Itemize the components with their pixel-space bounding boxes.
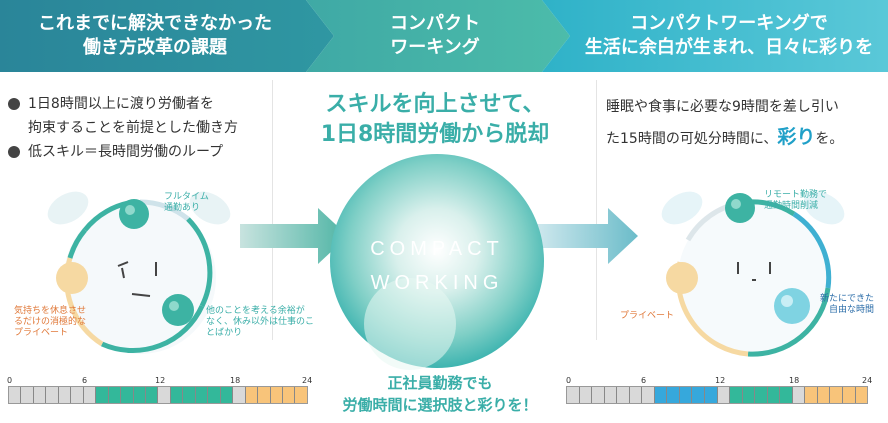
- timeline-hour-cell: [742, 387, 756, 403]
- private-orb: [56, 262, 88, 294]
- tick-label: 12: [715, 376, 726, 385]
- bullet-dot-icon: [8, 98, 20, 110]
- timeline-hour-cell: [46, 387, 59, 403]
- fulltime-orb: [119, 199, 149, 229]
- timeline-hour-cell: [805, 387, 818, 403]
- right-clock-illustration: [661, 191, 845, 357]
- banner-left-text: これまでに解決できなかった働き方改革の課題: [38, 13, 272, 58]
- timeline-hour-cell: [33, 387, 47, 403]
- timeline-hour-cell: [258, 387, 271, 403]
- banner-segment-mid: [306, 0, 570, 72]
- timeline-bar-right: [566, 386, 868, 404]
- timeline-hour-cell: [579, 387, 593, 403]
- timeline-hour-cell: [208, 387, 221, 403]
- flow-arrows: [240, 208, 638, 264]
- timeline-hour-cell: [83, 387, 97, 403]
- arrow-right-icon: [240, 208, 348, 264]
- timeline-hour-cell: [58, 387, 72, 403]
- tick-label: 0: [7, 376, 13, 385]
- timeline-hour-cell: [817, 387, 831, 403]
- timeline-bar-left: [8, 386, 308, 404]
- tick-label: 6: [82, 376, 88, 385]
- timeline-hour-cell: [145, 387, 159, 403]
- label-rest: 気持ちを休息させるだけの消極的なプライベート: [14, 306, 87, 338]
- timeline-hour-cell: [843, 387, 856, 403]
- timeline-hour-cell: [717, 387, 731, 403]
- tick-label: 6: [641, 376, 647, 385]
- center-title: スキルを向上させて、1日8時間労働から脱却: [320, 92, 550, 147]
- timeline-hour-cell: [158, 387, 171, 403]
- banner-segment-right: [542, 0, 888, 72]
- bullet-item: 1日8時間以上に渡り労働者を 拘束することを前提とした働き方: [8, 92, 268, 140]
- accent-word: 彩り: [777, 126, 816, 148]
- label-remote: リモート勤務で通勤時間削減: [764, 190, 828, 211]
- center-bottom-text: 正社員勤務でも労働時間に選択肢と彩りを！: [342, 374, 538, 414]
- compact-working-circle: [330, 154, 544, 370]
- timeline-hour-cell: [654, 387, 668, 403]
- frown-face-icon: [117, 261, 157, 297]
- timeline-hour-cell: [282, 387, 296, 403]
- timeline-hour-cell: [9, 387, 22, 403]
- timeline-hour-cell: [679, 387, 693, 403]
- private-orb: [666, 262, 698, 294]
- timeline-hour-cell: [730, 387, 743, 403]
- timeline-hour-cell: [71, 387, 84, 403]
- tick-label: 18: [230, 376, 241, 385]
- timeline-hour-cell: [567, 387, 580, 403]
- timeline-hour-cell: [629, 387, 643, 403]
- remote-orb: [725, 193, 755, 223]
- timeline-hour-cell: [96, 387, 109, 403]
- label-fulltime: フルタイム通勤あり: [164, 192, 209, 213]
- timeline-hour-cell: [767, 387, 781, 403]
- bullet-dot-icon: [8, 146, 20, 158]
- timeline-hour-cell: [792, 387, 806, 403]
- timeline-hour-cell: [642, 387, 655, 403]
- timeline-hour-cell: [755, 387, 768, 403]
- label-free-time: 新たにできた自由な時間: [820, 294, 875, 315]
- banner-mid-text: コンパクトワーキング: [390, 13, 480, 58]
- banner-right-text: コンパクトワーキングで生活に余白が生まれ、日々に彩りを: [584, 13, 874, 58]
- timeline-hour-cell: [855, 387, 868, 403]
- right-description: 睡眠や食事に必要な9時間を差し引い た15時間の可処分時間に、彩りを。: [606, 99, 844, 148]
- timeline-hour-cell: [270, 387, 283, 403]
- tick-label: 0: [566, 376, 572, 385]
- header-banner: [0, 0, 888, 72]
- timeline-hour-cell: [245, 387, 259, 403]
- timeline-hour-cell: [133, 387, 146, 403]
- timeline-hour-cell: [220, 387, 234, 403]
- timeline-hour-cell: [108, 387, 122, 403]
- divider-left: [272, 80, 273, 340]
- timeline-hour-cell: [295, 387, 307, 403]
- tick-label: 24: [862, 376, 873, 385]
- timeline-hour-cell: [617, 387, 630, 403]
- arrow-right-icon: [536, 208, 638, 264]
- label-work-mind: 他のことを考える余裕がなく、休み以外は仕事のことばかり: [206, 306, 315, 338]
- timeline-hour-cell: [21, 387, 34, 403]
- timeline-hour-cell: [170, 387, 184, 403]
- timeline-hour-cell: [705, 387, 718, 403]
- free-time-orb: [774, 288, 810, 324]
- timeline-hour-cell: [183, 387, 196, 403]
- timeline-hour-cell: [233, 387, 246, 403]
- tick-label: 24: [302, 376, 313, 385]
- banner-segment-left: [0, 0, 334, 72]
- timeline-hour-cell: [195, 387, 209, 403]
- work-orb: [162, 294, 194, 326]
- bullet-item: 低スキル＝長時間労働のループ: [8, 140, 268, 164]
- label-private: プライベート: [620, 311, 675, 321]
- tick-label: 12: [155, 376, 166, 385]
- compact-working-text: COMPACT WORKING: [370, 238, 504, 294]
- left-bullet-list: 1日8時間以上に渡り労働者を 拘束することを前提とした働き方 低スキル＝長時間労…: [8, 92, 268, 164]
- timeline-hour-cell: [604, 387, 618, 403]
- timeline-hour-cell: [830, 387, 844, 403]
- timeline-hour-cell: [121, 387, 134, 403]
- divider-right: [596, 80, 597, 340]
- timeline-hour-cell: [780, 387, 793, 403]
- left-clock-illustration: [47, 191, 231, 354]
- tick-label: 18: [789, 376, 800, 385]
- smile-face-icon: [737, 262, 771, 281]
- timeline-hour-cell: [692, 387, 706, 403]
- timeline-hour-cell: [667, 387, 680, 403]
- timeline-hour-cell: [592, 387, 605, 403]
